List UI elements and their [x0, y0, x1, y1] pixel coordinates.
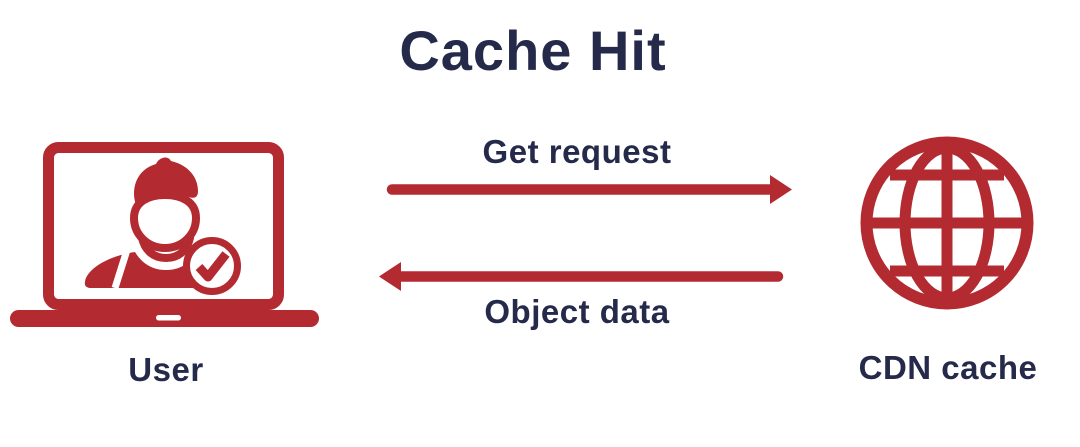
check-icon	[195, 251, 230, 282]
left-arrow-icon	[379, 262, 784, 291]
response-label: Object data	[484, 293, 670, 330]
laptop-user-check-icon	[10, 142, 319, 327]
avatar-hair	[134, 157, 198, 207]
left-arrow-head	[379, 262, 401, 291]
laptop-base-notch	[156, 315, 181, 321]
diagram-title: Cache Hit	[399, 19, 667, 82]
avatar-strap-gap	[111, 248, 131, 290]
globe-icon	[860, 136, 1034, 310]
request-label: Get request	[482, 133, 672, 170]
cdn-label: CDN cache	[858, 349, 1038, 386]
right-arrow-icon	[386, 175, 792, 204]
avatar-collar	[138, 234, 194, 263]
right-arrow-head	[770, 175, 792, 204]
laptop-screen-frame	[43, 142, 284, 310]
user-label: User	[128, 351, 204, 388]
